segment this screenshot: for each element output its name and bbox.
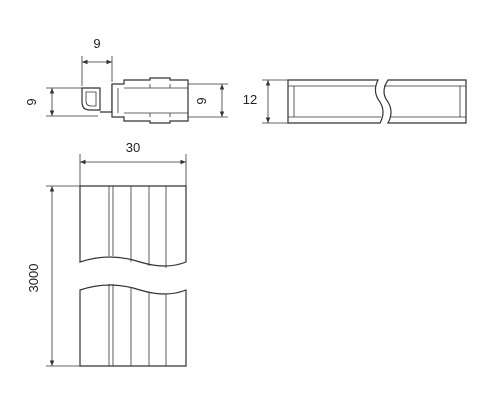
side-view [287,79,467,124]
profile-width-label: 9 [93,36,100,51]
front-view [79,185,187,367]
side-height-label: 12 [243,92,257,107]
profile-cross-section [81,77,189,124]
profile-right-height-dimension: 9 [188,83,228,118]
profile-left-height-dimension: 9 [24,87,98,117]
front-length-label: 3000 [26,264,41,293]
profile-lip [81,87,101,111]
front-width-label: 30 [126,140,140,155]
front-width-dimension: 30 [79,140,187,186]
profile-channel [111,77,189,124]
side-height-dimension: 12 [243,79,288,124]
profile-right-height-label: 9 [194,97,209,104]
profile-left-height-label: 9 [24,98,39,105]
front-length-dimension: 3000 [26,185,80,367]
profile-width-dimension: 9 [81,36,113,86]
